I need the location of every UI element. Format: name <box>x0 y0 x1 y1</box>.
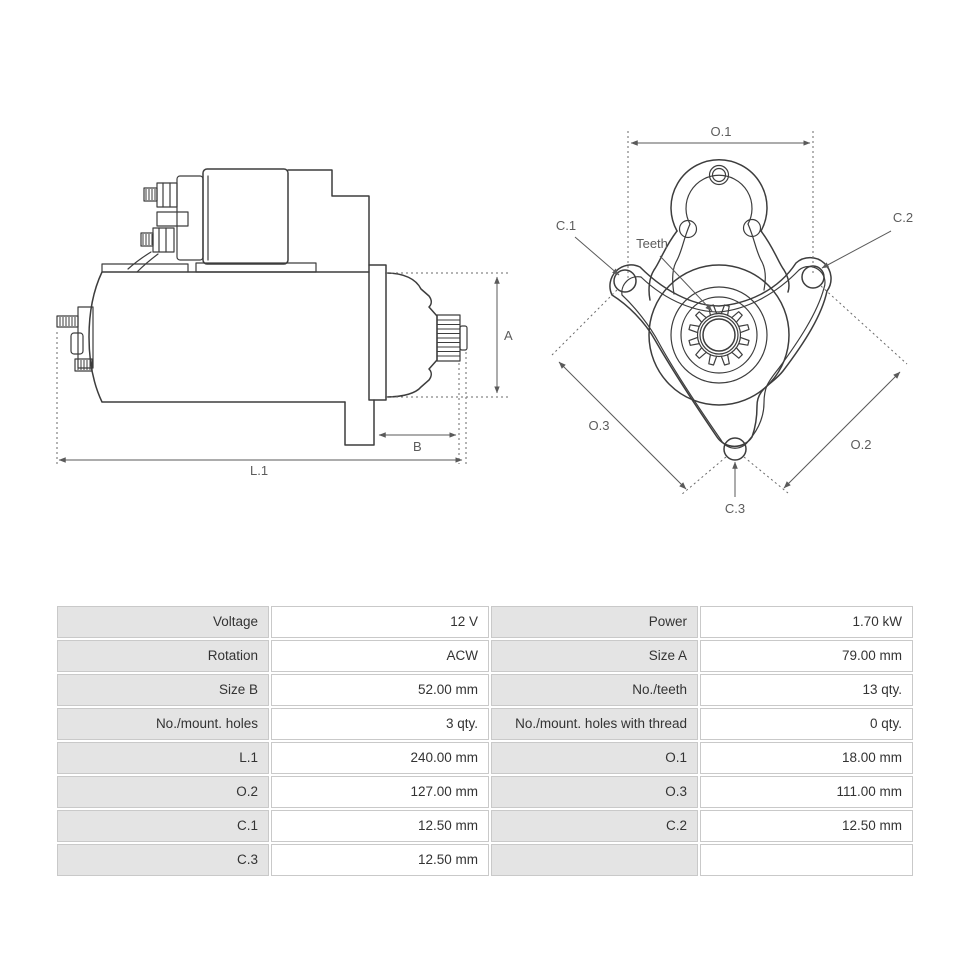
spec-value: 12.50 mm <box>271 844 489 876</box>
spec-table-container: Voltage 12 V Power 1.70 kW Rotation ACW … <box>55 604 915 878</box>
spec-label: O.2 <box>57 776 269 808</box>
table-row: Size B 52.00 mm No./teeth 13 qty. <box>57 674 913 706</box>
spec-label: No./mount. holes <box>57 708 269 740</box>
arch-right-hole <box>742 218 762 238</box>
table-row: O.2 127.00 mm O.3 111.00 mm <box>57 776 913 808</box>
pinion-spline-lines <box>437 319 460 357</box>
mount-hole-left <box>613 269 637 293</box>
spec-value: 12 V <box>271 606 489 638</box>
spec-label: C.2 <box>491 810 698 842</box>
spec-label: O.1 <box>491 742 698 774</box>
table-row: Rotation ACW Size A 79.00 mm <box>57 640 913 672</box>
dim-label-o3: O.3 <box>589 418 610 433</box>
spec-value-empty <box>700 844 913 876</box>
table-row: No./mount. holes 3 qty. No./mount. holes… <box>57 708 913 740</box>
spec-value: 240.00 mm <box>271 742 489 774</box>
spec-label: Voltage <box>57 606 269 638</box>
side-view-drawing: A B L.1 <box>56 168 513 478</box>
spec-value: 79.00 mm <box>700 640 913 672</box>
spec-label: Power <box>491 606 698 638</box>
dim-label-c3: C.3 <box>725 501 745 516</box>
spec-label: O.3 <box>491 776 698 808</box>
arch-left-hole <box>678 219 698 239</box>
spec-label: No./teeth <box>491 674 698 706</box>
spec-value: 1.70 kW <box>700 606 913 638</box>
terminal-thread-hatch-bottom <box>142 234 153 245</box>
spec-label: Size A <box>491 640 698 672</box>
dim-label-c2: C.2 <box>893 210 913 225</box>
spec-label-empty <box>491 844 698 876</box>
table-row: Voltage 12 V Power 1.70 kW <box>57 606 913 638</box>
spec-value: 12.50 mm <box>271 810 489 842</box>
table-row: L.1 240.00 mm O.1 18.00 mm <box>57 742 913 774</box>
dimension-c3: C.3 <box>725 461 745 516</box>
dim-label-b: B <box>413 439 422 454</box>
solenoid-end-cap <box>176 175 204 261</box>
dimension-teeth: Teeth <box>636 236 713 312</box>
terminal-thread-hatch-top <box>145 189 156 200</box>
rear-stud-thread-hatch <box>59 317 76 326</box>
spec-value: 3 qty. <box>271 708 489 740</box>
spec-label: Rotation <box>57 640 269 672</box>
dimension-o1: O.1 <box>627 124 814 281</box>
spec-label: L.1 <box>57 742 269 774</box>
spec-value: 13 qty. <box>700 674 913 706</box>
solenoid-body <box>202 168 289 265</box>
spec-label: C.3 <box>57 844 269 876</box>
table-row: C.1 12.50 mm C.2 12.50 mm <box>57 810 913 842</box>
dimension-c1: C.1 <box>556 218 620 276</box>
dimension-o2: O.2 <box>743 285 908 494</box>
spec-table: Voltage 12 V Power 1.70 kW Rotation ACW … <box>55 604 915 878</box>
front-view-drawing: O.1 C.1 C.2 Teeth O.3 O.2 <box>551 124 913 516</box>
spec-label: No./mount. holes with thread <box>491 708 698 740</box>
dim-label-o1: O.1 <box>711 124 732 139</box>
rear-bolt-thread-hatch <box>77 360 91 370</box>
spec-value: 12.50 mm <box>700 810 913 842</box>
dimension-c2: C.2 <box>821 210 913 269</box>
dim-label-c1: C.1 <box>556 218 576 233</box>
dimension-a: A <box>386 272 513 398</box>
table-row: C.3 12.50 mm <box>57 844 913 876</box>
dim-label-teeth: Teeth <box>636 236 668 251</box>
spec-label: Size B <box>57 674 269 706</box>
shaft-bore <box>702 318 736 352</box>
spec-label: C.1 <box>57 810 269 842</box>
dim-label-a: A <box>504 328 513 343</box>
spec-value: 18.00 mm <box>700 742 913 774</box>
spec-value: 127.00 mm <box>271 776 489 808</box>
dim-label-l1: L.1 <box>250 463 268 478</box>
dimension-l1: L.1 <box>56 332 463 478</box>
spec-value: 0 qty. <box>700 708 913 740</box>
dim-label-o2: O.2 <box>851 437 872 452</box>
mount-hole-bottom <box>723 437 747 461</box>
dimension-o3: O.3 <box>551 289 727 496</box>
spec-value: 52.00 mm <box>271 674 489 706</box>
spec-value: 111.00 mm <box>700 776 913 808</box>
starter-motor-technical-drawing: A B L.1 <box>56 124 913 516</box>
spec-value: ACW <box>271 640 489 672</box>
mount-hole-right <box>801 265 825 289</box>
dimension-b: B <box>378 352 467 464</box>
arch-top-hole <box>708 164 730 186</box>
